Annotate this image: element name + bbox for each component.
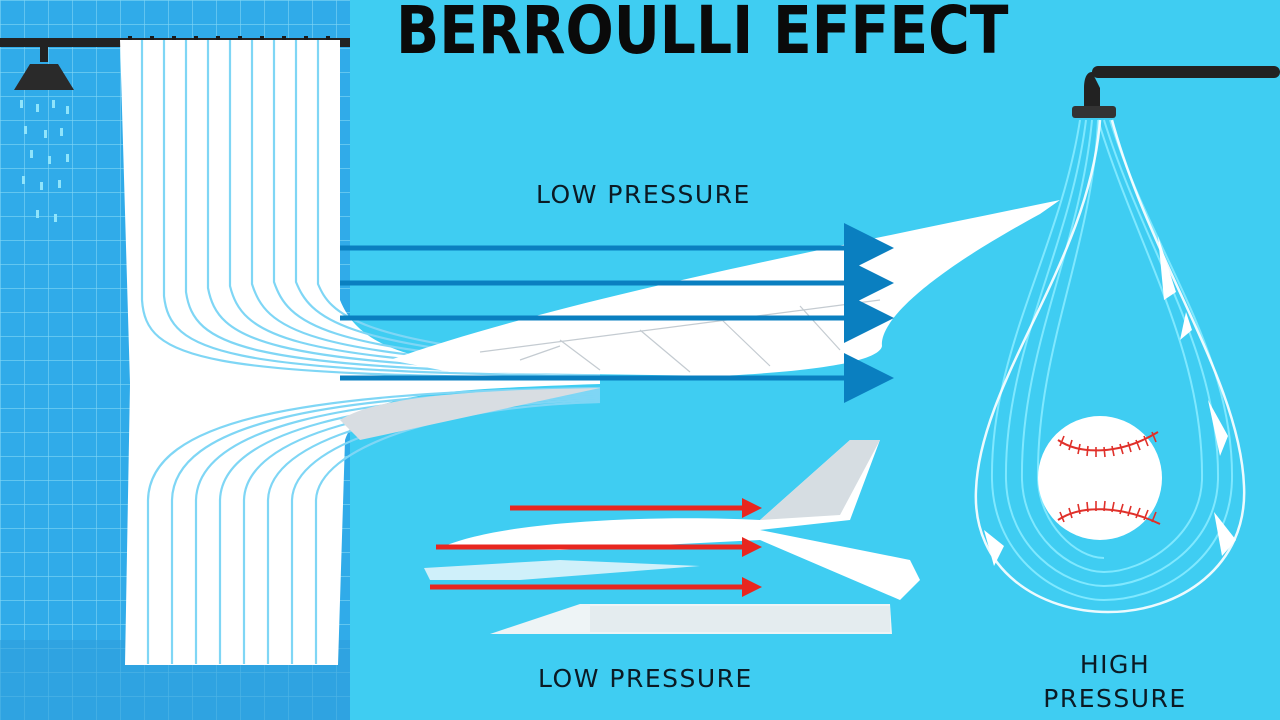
jet-lower <box>424 440 920 634</box>
wing-upper <box>390 200 1060 376</box>
airflow-arrows-blue <box>340 223 894 403</box>
label-low-pressure-top: LOW PRESSURE <box>536 180 751 209</box>
label-high-pressure: HIGH PRESSURE <box>1043 650 1187 713</box>
page-title: BERROULLI EFFECT <box>396 0 1009 69</box>
baseball-icon <box>1038 416 1162 540</box>
airflow-arrows-red <box>430 505 748 590</box>
label-low-pressure-bottom: LOW PRESSURE <box>538 664 753 693</box>
high-pressure-drop <box>974 119 1246 614</box>
faucet-icon <box>1072 66 1280 118</box>
